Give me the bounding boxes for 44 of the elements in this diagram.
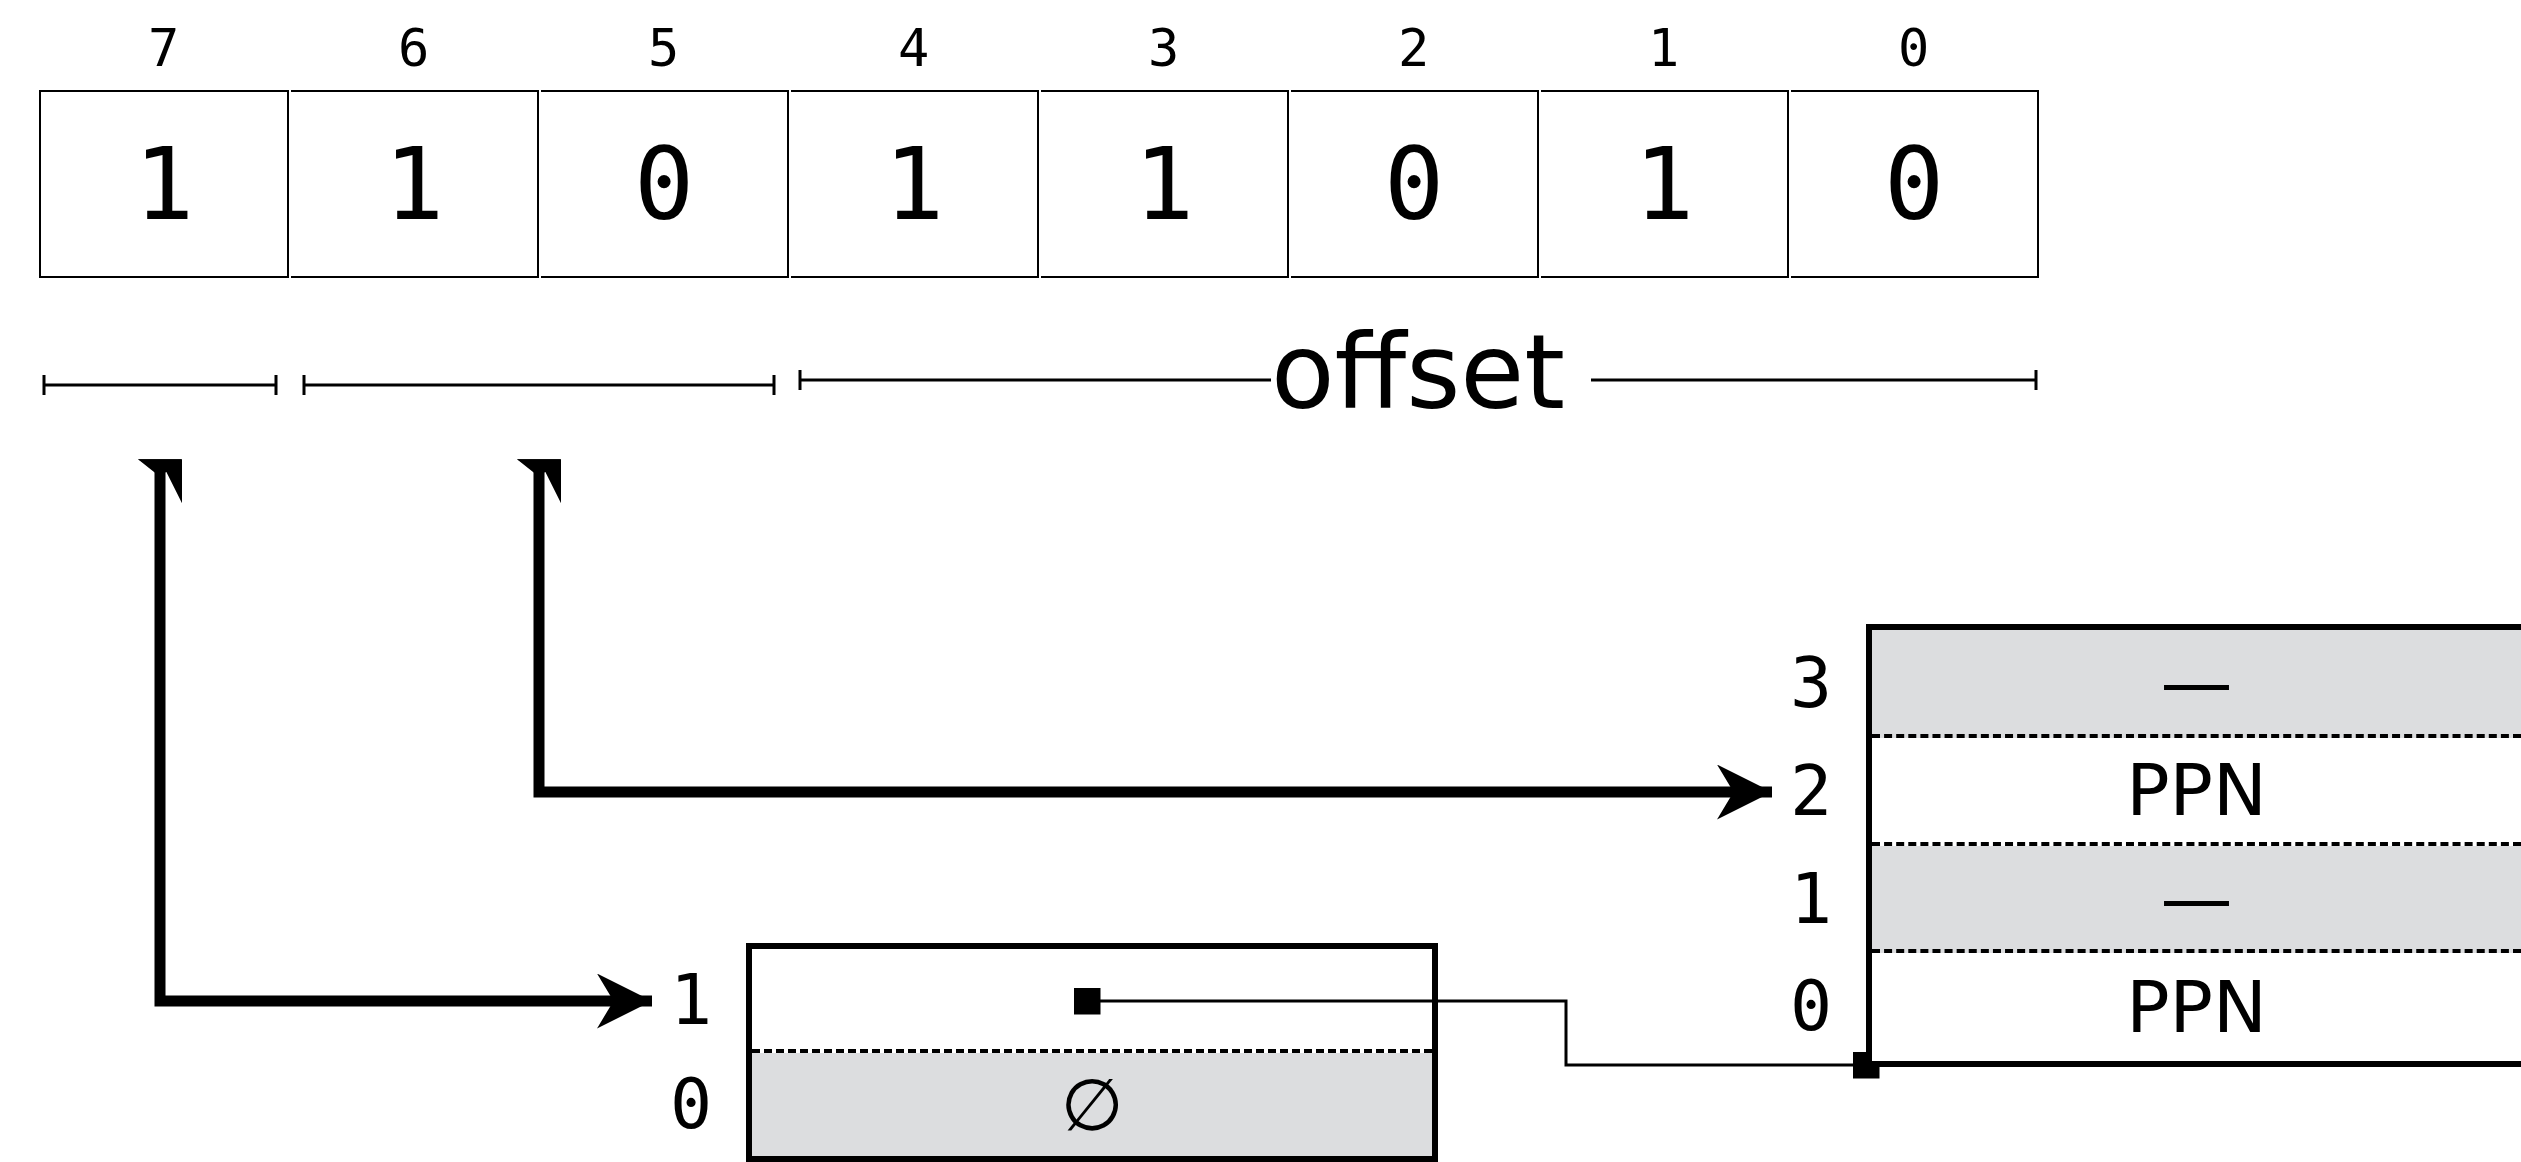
bit-cell — [291, 90, 539, 278]
bit-index: 4 — [898, 22, 930, 74]
bit-cell — [541, 90, 789, 278]
bit-cell — [791, 90, 1039, 278]
bit-value: 1 — [383, 125, 445, 243]
bit-index: 2 — [1398, 22, 1430, 74]
bit-field-bracket — [40, 372, 280, 398]
bit-cell — [1541, 90, 1789, 278]
bit-index: 7 — [148, 22, 180, 74]
bit-cell — [39, 90, 289, 278]
entry-text: PPN — [2126, 754, 2267, 826]
row-index: 1 — [670, 965, 713, 1035]
row-index: 3 — [1790, 648, 1833, 718]
bit-cell — [1291, 90, 1539, 278]
bit-index: 1 — [1648, 22, 1680, 74]
row-index: 0 — [670, 1068, 713, 1139]
arrow — [138, 459, 652, 1029]
bit-index: 6 — [398, 22, 430, 74]
entry-text: PPN — [2126, 971, 2267, 1043]
bit-value: 0 — [633, 125, 695, 243]
bit-value: 1 — [1633, 125, 1695, 243]
table-row — [1872, 630, 2521, 738]
bit-value: 1 — [883, 125, 945, 243]
bit-index: 5 — [648, 22, 680, 74]
table-row — [1872, 846, 2521, 953]
row-index: 1 — [1790, 863, 1833, 934]
page-table — [1866, 624, 2521, 1067]
bit-field-bracket — [300, 372, 778, 398]
bit-value: 0 — [1383, 125, 1445, 243]
bit-cell — [1791, 90, 2039, 278]
bit-index: 0 — [1898, 22, 1930, 74]
entry-text: — — [2160, 861, 2233, 934]
entry-text: — — [2160, 646, 2233, 718]
bit-cell — [1041, 90, 1289, 278]
row-index: 2 — [1790, 756, 1833, 826]
page-table — [746, 943, 1438, 1162]
entry-text: ∅ — [1060, 1068, 1124, 1141]
arrow — [517, 459, 1772, 820]
bit-index: 3 — [1148, 22, 1180, 74]
table-row — [752, 1053, 1432, 1156]
bit-value: 0 — [1883, 125, 1945, 243]
row-index: 0 — [1790, 971, 1833, 1041]
bit-value: 1 — [133, 125, 195, 243]
bit-value: 1 — [1133, 125, 1195, 243]
